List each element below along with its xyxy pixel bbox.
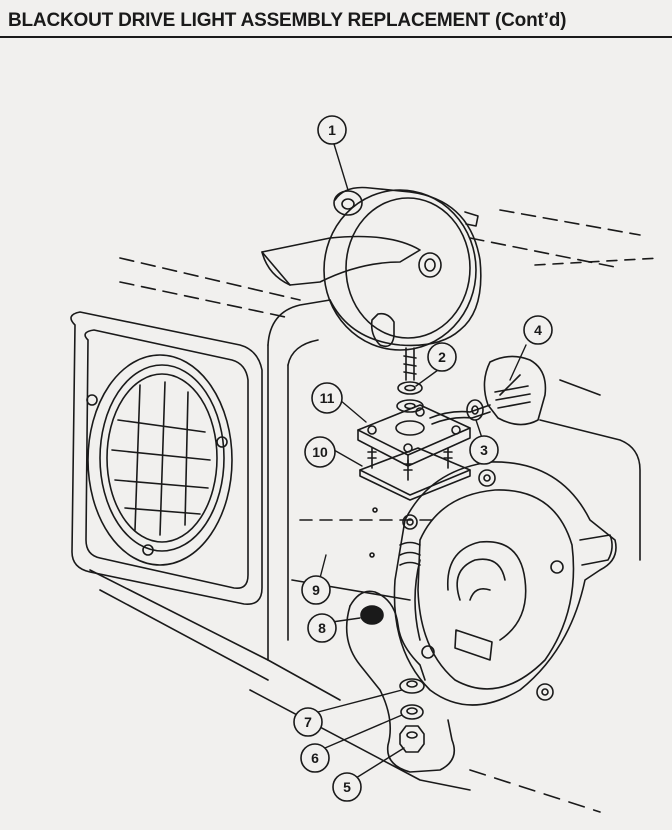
svg-text:2: 2 bbox=[438, 349, 446, 365]
svg-text:10: 10 bbox=[312, 444, 328, 460]
lockwasher-2 bbox=[396, 381, 424, 413]
svg-text:8: 8 bbox=[318, 620, 326, 636]
page-header: BLACKOUT DRIVE LIGHT ASSEMBLY REPLACEMEN… bbox=[0, 0, 672, 38]
wiring-harness-4 bbox=[483, 355, 547, 426]
callout-8: 8 bbox=[307, 613, 337, 643]
drive-light bbox=[261, 186, 482, 381]
svg-text:5: 5 bbox=[343, 779, 351, 795]
callout-1: 1 bbox=[317, 115, 347, 145]
exploded-diagram: 1 2 3 4 5 6 7 8 bbox=[0, 40, 672, 830]
callout-11: 11 bbox=[311, 382, 343, 414]
callout-3: 3 bbox=[469, 435, 499, 465]
callout-4: 4 bbox=[523, 315, 553, 345]
callout-7: 7 bbox=[293, 707, 323, 737]
callout-2: 2 bbox=[427, 342, 457, 372]
connector-3 bbox=[466, 399, 484, 421]
svg-text:7: 7 bbox=[304, 714, 312, 730]
callout-6: 6 bbox=[300, 743, 330, 773]
svg-text:6: 6 bbox=[311, 750, 319, 766]
nut-5 bbox=[399, 725, 425, 753]
callouts: 1 2 3 4 5 6 7 8 bbox=[293, 115, 553, 802]
svg-text:3: 3 bbox=[480, 442, 488, 458]
gasket-10 bbox=[359, 447, 471, 558]
callout-5: 5 bbox=[332, 772, 362, 802]
svg-text:9: 9 bbox=[312, 582, 320, 598]
washer-7 bbox=[399, 678, 425, 694]
motor-housing bbox=[393, 461, 617, 706]
leader-lines bbox=[317, 143, 527, 779]
svg-text:4: 4 bbox=[534, 322, 542, 338]
mounting-bracket-11 bbox=[357, 404, 491, 467]
svg-text:1: 1 bbox=[328, 122, 336, 138]
header-rule bbox=[0, 36, 672, 38]
callout-9: 9 bbox=[301, 575, 331, 605]
grommet-8 bbox=[345, 590, 456, 773]
callout-10: 10 bbox=[304, 436, 336, 468]
svg-text:11: 11 bbox=[320, 390, 335, 406]
headlamp bbox=[70, 311, 263, 605]
page-title: BLACKOUT DRIVE LIGHT ASSEMBLY REPLACEMEN… bbox=[8, 10, 567, 31]
lockwasher-6 bbox=[400, 704, 424, 720]
body-panel bbox=[89, 209, 661, 813]
